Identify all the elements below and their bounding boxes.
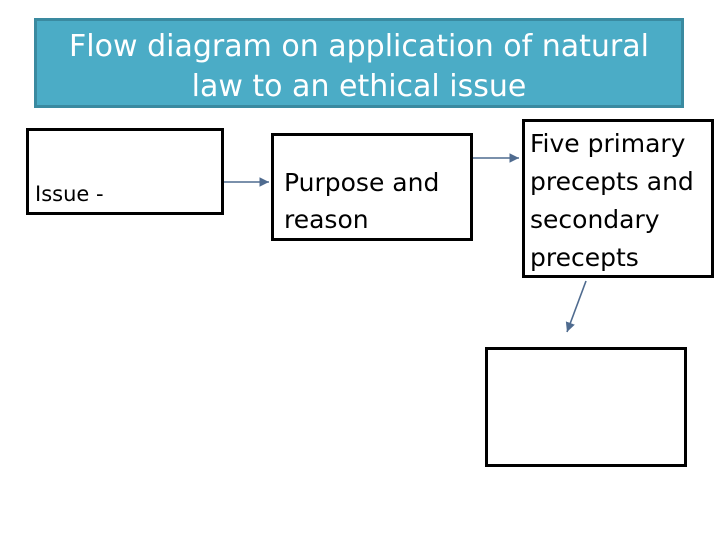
purpose-label-line-1: Purpose and — [284, 168, 440, 197]
purpose-box: Purpose and reason — [271, 133, 473, 241]
issue-box: Issue - — [26, 128, 224, 215]
issue-label: Issue - — [35, 182, 104, 206]
purpose-label: Purpose and reason — [284, 164, 469, 238]
precepts-label-line-2: precepts and — [530, 167, 694, 196]
diagram-title: Flow diagram on application of natural l… — [34, 18, 684, 108]
precepts-label-line-4: precepts — [530, 243, 639, 272]
precepts-label-line-1: Five primary — [530, 129, 686, 158]
purpose-label-line-2: reason — [284, 205, 369, 234]
arrow-precepts-to-outcome — [565, 280, 587, 333]
precepts-label: Five primary precepts and secondary prec… — [530, 125, 715, 277]
precepts-box: Five primary precepts and secondary prec… — [522, 119, 714, 278]
title-line-2: law to an ethical issue — [191, 69, 527, 104]
outcome-box — [485, 347, 687, 467]
title-line-1: Flow diagram on application of natural — [69, 29, 649, 64]
precepts-label-line-3: secondary — [530, 205, 660, 234]
